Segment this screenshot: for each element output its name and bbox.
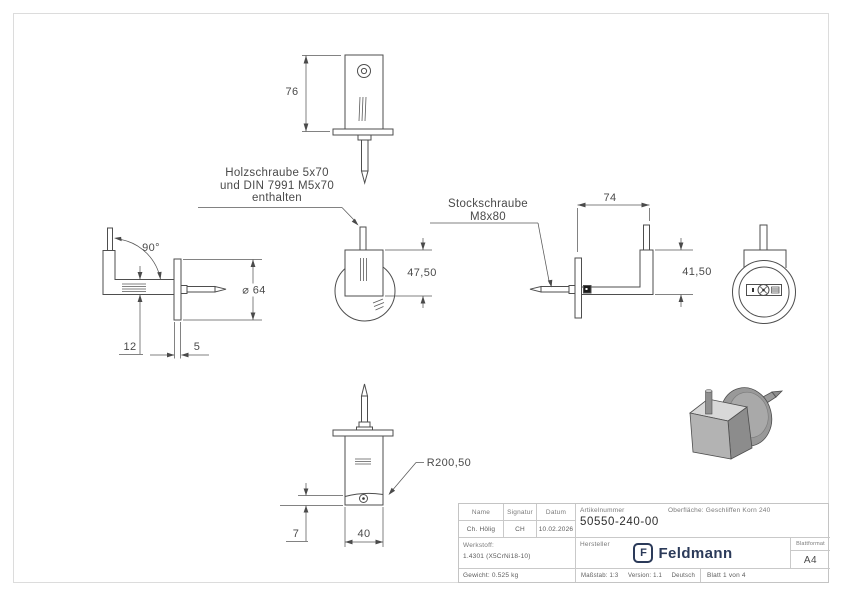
datum-value: 10.02.2026	[538, 525, 574, 533]
dim-label-41-50: 41,50	[682, 266, 712, 278]
version-value: Version: 1.1	[627, 572, 663, 579]
datum-label: Datum	[545, 508, 567, 516]
title-block-hersteller-cell: Hersteller F Feldmann	[576, 538, 791, 569]
note-holzschraube-line2: und DIN 7991 M5x70	[219, 179, 335, 192]
note-stockschraube-line2: M8x80	[469, 210, 507, 223]
note-holzschraube: Holzschraube 5x70 und DIN 7991 M5x70 ent…	[220, 167, 334, 205]
feldmann-logo-wordmark: Feldmann	[658, 544, 733, 562]
title-block-artikelnummer-cell: Artikelnummer 50550-240-00 Oberfläche: G…	[576, 504, 830, 538]
title-block-name-header: Name	[459, 504, 504, 521]
signatur-value: CH	[515, 525, 525, 533]
title-block-datum-header: Datum	[537, 504, 576, 521]
title-block-datum-value: 10.02.2026	[537, 521, 576, 538]
werkstoff-value: 1.4301 (X5CrNi18-10)	[463, 553, 531, 560]
view-bottom-front	[332, 383, 394, 506]
hersteller-label: Hersteller	[580, 541, 610, 548]
name-label: Name	[471, 508, 491, 516]
sheet-border-frame	[13, 13, 829, 583]
title-block-blattformat-cell: Blattformat A4	[791, 538, 830, 569]
feldmann-logo: F Feldmann	[633, 543, 732, 563]
view-center-dimension-lines	[198, 207, 432, 308]
dim-label-47-50: 47,50	[407, 267, 437, 279]
werkstoff-label: Werkstoff:	[463, 542, 495, 549]
blattformat-value: A4	[803, 554, 818, 566]
dim-label-5: 5	[193, 341, 201, 353]
note-holzschraube-line1: Holzschraube 5x70	[225, 167, 329, 179]
feldmann-logo-icon: F	[633, 543, 654, 563]
dim-label-12: 12	[123, 341, 137, 353]
title-block-massstab-cell: Maßstab: 1:3 Version: 1.1 Deutsch	[576, 569, 701, 582]
title-block-gewicht-cell: Gewicht: 0.525 kg	[459, 569, 576, 582]
artikelnummer-value: 50550-240-00	[580, 516, 659, 528]
view-top-projection	[332, 54, 394, 185]
gewicht-value: Gewicht: 0.525 kg	[463, 572, 519, 579]
note-holzschraube-line3: enthalten	[251, 192, 303, 204]
dim-label-90deg: 90°	[142, 242, 160, 254]
dim-label-74: 74	[603, 192, 617, 204]
title-block: Name Signatur Datum Ch. Hölig CH 10.02.2…	[458, 503, 830, 583]
view-disc-front	[732, 224, 796, 324]
title-block-signatur-header: Signatur	[504, 504, 537, 521]
dim-label-7: 7	[292, 528, 300, 540]
view-top-dimension-lines	[302, 55, 341, 132]
view-bottom-dimension-lines	[280, 462, 424, 547]
dim-label-76: 76	[285, 86, 299, 98]
view-3d-isometric	[689, 387, 784, 460]
title-block-werkstoff-cell: Werkstoff: 1.4301 (X5CrNi18-10)	[459, 538, 576, 569]
artikelnummer-label: Artikelnummer	[580, 507, 625, 514]
title-block-name-value: Ch. Hölig	[459, 521, 504, 538]
dim-label-r200-50: R200,50	[426, 457, 472, 469]
view-center-front	[334, 226, 396, 322]
note-stockschraube: Stockschraube M8x80	[448, 198, 528, 223]
view-right-side	[529, 224, 654, 319]
name-value: Ch. Hölig	[466, 525, 496, 533]
signatur-label: Signatur	[507, 508, 533, 516]
blatt-value: Blatt 1 von 4	[707, 572, 746, 579]
note-stockschraube-line1: Stockschraube	[448, 198, 528, 210]
massstab-value: Maßstab: 1:3	[581, 572, 619, 579]
view-left-side	[102, 227, 227, 321]
sprache-value: Deutsch	[671, 572, 695, 579]
title-block-blatt-cell: Blatt 1 von 4	[701, 569, 830, 582]
blattformat-label: Blattformat	[796, 541, 825, 547]
oberflaeche-text: Oberfläche: Geschliffen Korn 240	[668, 507, 771, 514]
view-right-dimension-lines	[430, 202, 693, 307]
title-block-signatur-value: CH	[504, 521, 537, 538]
dim-label-40: 40	[357, 528, 371, 540]
dim-label-diameter-64: ⌀ 64	[240, 283, 268, 297]
